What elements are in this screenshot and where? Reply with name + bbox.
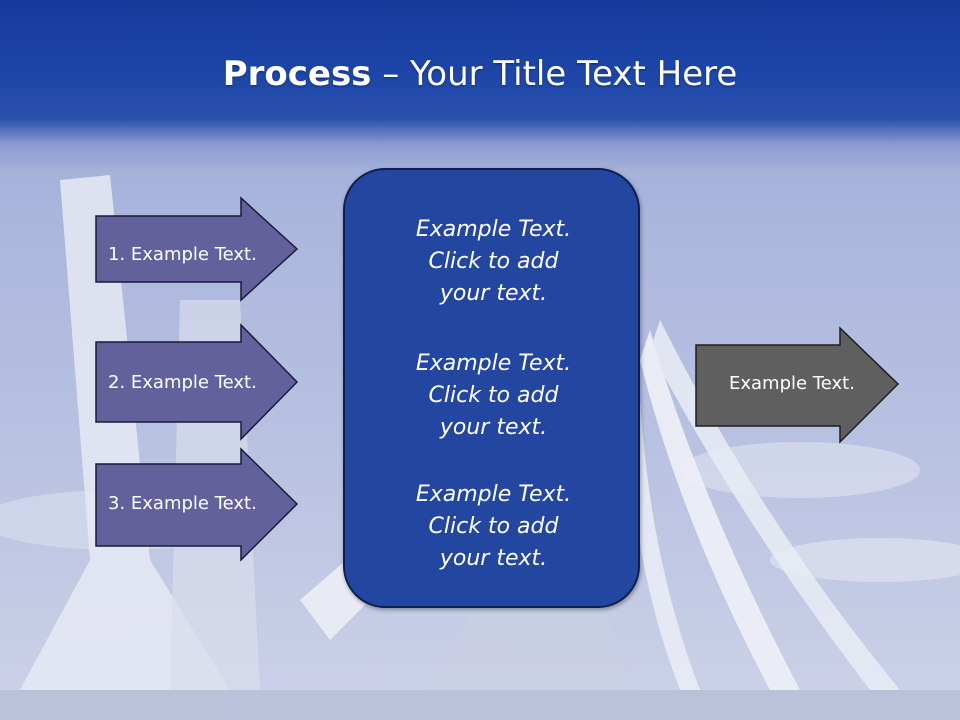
process-block-line: your text. <box>439 546 548 571</box>
title-bold: Process <box>222 54 372 94</box>
process-block-line: your text. <box>439 281 548 306</box>
input-arrow-label: 2. Example Text. <box>108 372 257 393</box>
process-block-line: Example Text. <box>415 217 572 242</box>
process-block-line: Click to add <box>428 383 559 408</box>
arrow-shape <box>695 326 900 444</box>
output-arrow-label: Example Text. <box>729 373 855 394</box>
process-block-2: Example Text. Click to add your text. <box>345 348 642 444</box>
process-block-line: Click to add <box>428 514 559 539</box>
process-block-1: Example Text. Click to add your text. <box>345 214 642 310</box>
arrow-shape <box>95 447 299 562</box>
title-band <box>0 0 960 170</box>
arrow-shape <box>95 323 299 441</box>
input-arrow-1[interactable]: 1. Example Text. <box>95 196 299 302</box>
process-block-line: Click to add <box>428 249 559 274</box>
input-arrow-label: 3. Example Text. <box>108 493 257 514</box>
input-arrow-3[interactable]: 3. Example Text. <box>95 447 299 562</box>
slide-title[interactable]: Process – Your Title Text Here <box>0 50 960 98</box>
process-block-3: Example Text. Click to add your text. <box>345 479 642 575</box>
process-block-line: Example Text. <box>415 351 572 376</box>
process-box[interactable]: Example Text. Click to add your text. Ex… <box>343 168 640 608</box>
process-block-line: your text. <box>439 415 548 440</box>
arrow-shape <box>95 196 299 302</box>
output-arrow[interactable]: Example Text. <box>695 326 900 444</box>
input-arrow-label: 1. Example Text. <box>108 244 257 265</box>
process-block-line: Example Text. <box>415 482 572 507</box>
title-rest: – Your Title Text Here <box>371 54 738 94</box>
input-arrow-2[interactable]: 2. Example Text. <box>95 323 299 441</box>
